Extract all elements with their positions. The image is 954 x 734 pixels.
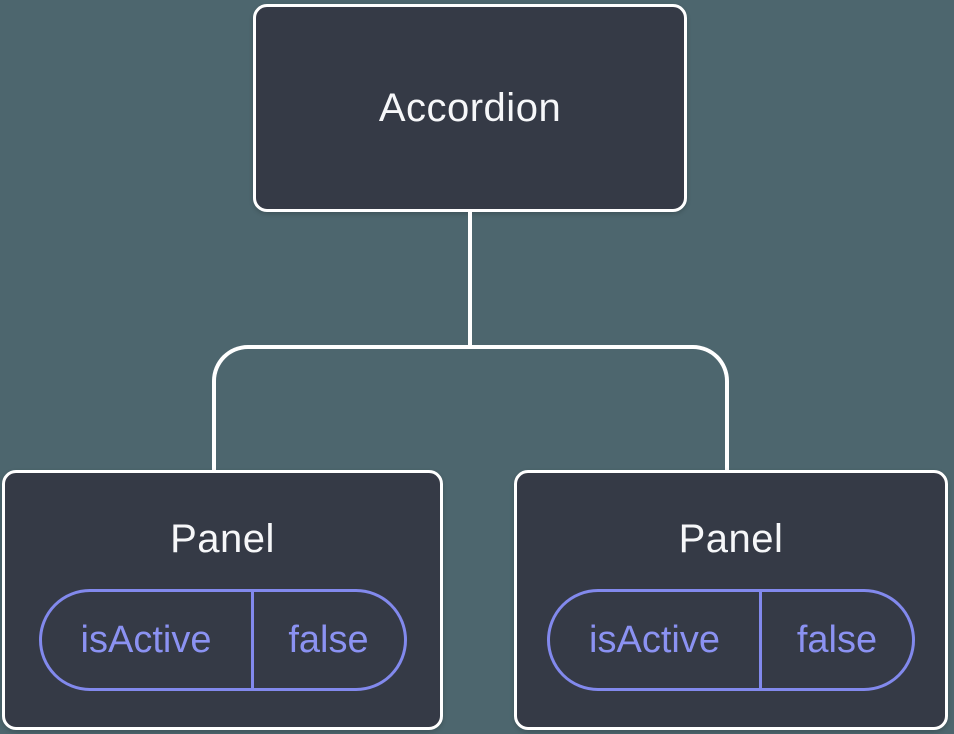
state-value-label: false	[288, 618, 369, 661]
state-value-label: false	[796, 618, 878, 661]
state-pill: isActive false	[547, 589, 915, 691]
panel-node-label: Panel	[678, 517, 784, 561]
state-pill: isActive false	[38, 589, 407, 691]
accordion-node-label: Accordion	[378, 86, 562, 130]
accordion-node: Accordion	[253, 4, 687, 212]
state-name-label: isActive	[42, 592, 254, 688]
connector-stem-line	[468, 210, 472, 349]
panel-node-left: Panel isActive false	[2, 470, 443, 730]
state-name-label: isActive	[550, 592, 762, 688]
connector-bracket-line	[212, 345, 729, 470]
panel-node-right: Panel isActive false	[514, 470, 948, 730]
panel-node-label: Panel	[170, 517, 275, 561]
